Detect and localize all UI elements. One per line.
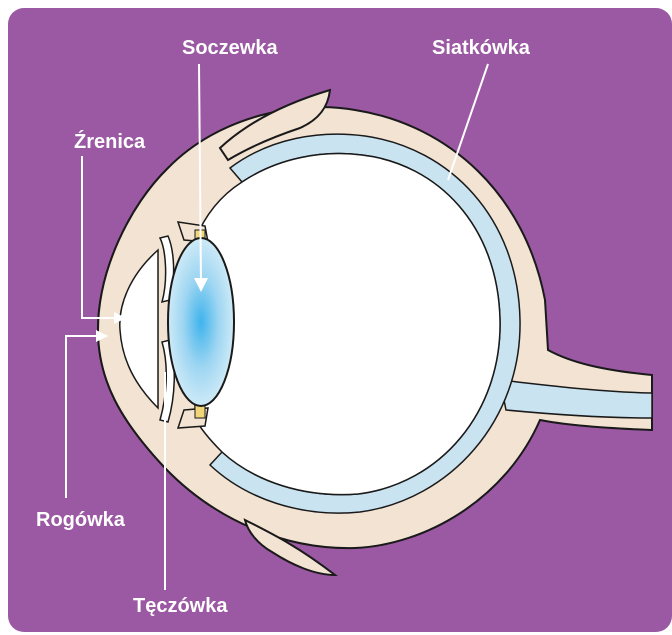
label-cornea: Rogówka <box>36 508 125 532</box>
label-iris: Tęczówka <box>133 594 227 618</box>
label-lens: Soczewka <box>182 36 278 60</box>
label-retina: Siatkówka <box>432 36 530 60</box>
label-pupil: Źrenica <box>74 130 145 154</box>
vitreous-body <box>195 154 500 495</box>
pointer-cornea <box>66 336 104 498</box>
